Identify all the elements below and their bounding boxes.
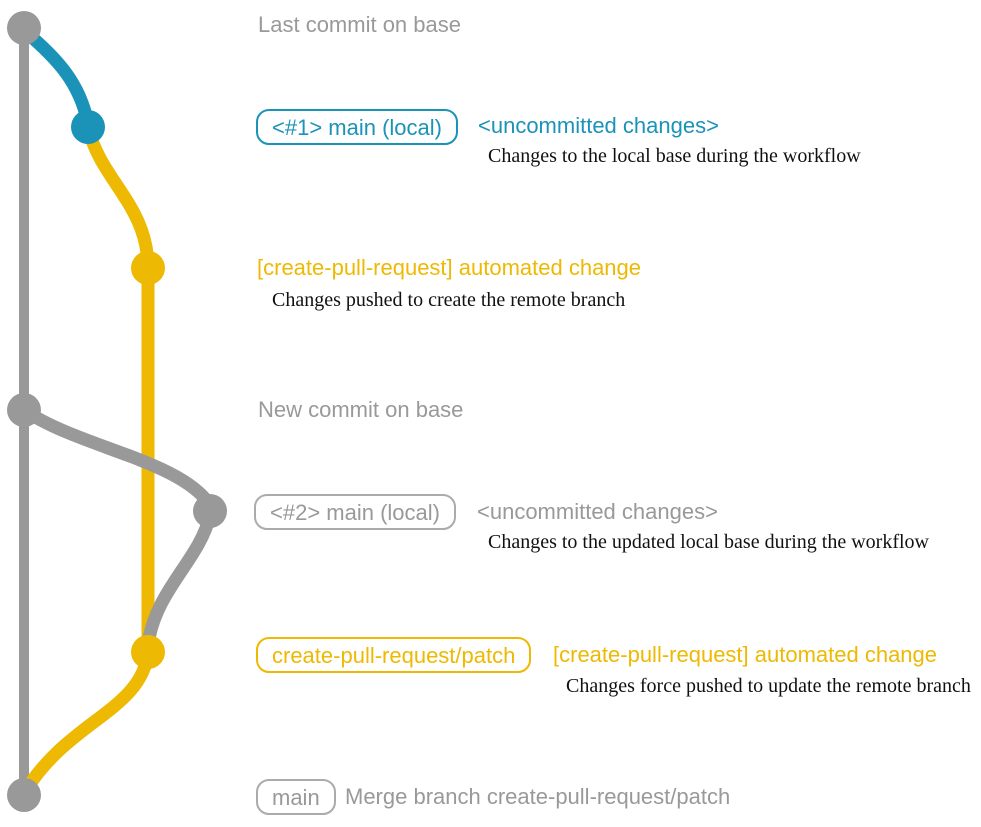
uncommitted-changes-note-1: Changes to the local base during the wor…	[488, 145, 861, 167]
commit-dot-last-base	[7, 11, 41, 45]
merge-commit-message: Merge branch create-pull-request/patch	[345, 784, 731, 809]
local-main-1-curve	[19, 25, 95, 131]
commit-dot-merge	[7, 778, 41, 812]
merge-curve	[19, 645, 155, 797]
branch-badge-pr-patch: create-pull-request/patch	[256, 637, 532, 673]
branch-badge-main-local-2: <#2> main (local)	[254, 494, 456, 530]
uncommitted-changes-label-1: <uncommitted changes>	[478, 113, 719, 138]
commit-dot-pr-update	[131, 635, 165, 669]
uncommitted-changes-note-2: Changes to the updated local base during…	[488, 531, 929, 553]
commit-dot-local-main-1	[71, 110, 105, 144]
rebase-curve	[141, 508, 217, 652]
automated-change-note-2: Changes force pushed to update the remot…	[566, 675, 971, 697]
last-commit-label: Last commit on base	[258, 12, 461, 37]
automated-change-message-2: [create-pull-request] automated change	[553, 642, 938, 667]
commit-dot-pr-create	[131, 251, 165, 285]
automated-change-note-1: Changes pushed to create the remote bran…	[272, 289, 626, 311]
new-commit-label: New commit on base	[258, 397, 464, 422]
updated-local-main-curve	[17, 403, 217, 512]
branch-badge-main-local-1: <#1> main (local)	[256, 109, 458, 145]
commit-dot-new-base	[7, 393, 41, 427]
pr-branch-curve	[81, 120, 155, 659]
commit-dot-local-main-2	[193, 494, 227, 528]
automated-change-message-1: [create-pull-request] automated change	[257, 255, 642, 280]
uncommitted-changes-label-2: <uncommitted changes>	[477, 499, 718, 524]
branch-badge-main: main	[256, 779, 336, 815]
